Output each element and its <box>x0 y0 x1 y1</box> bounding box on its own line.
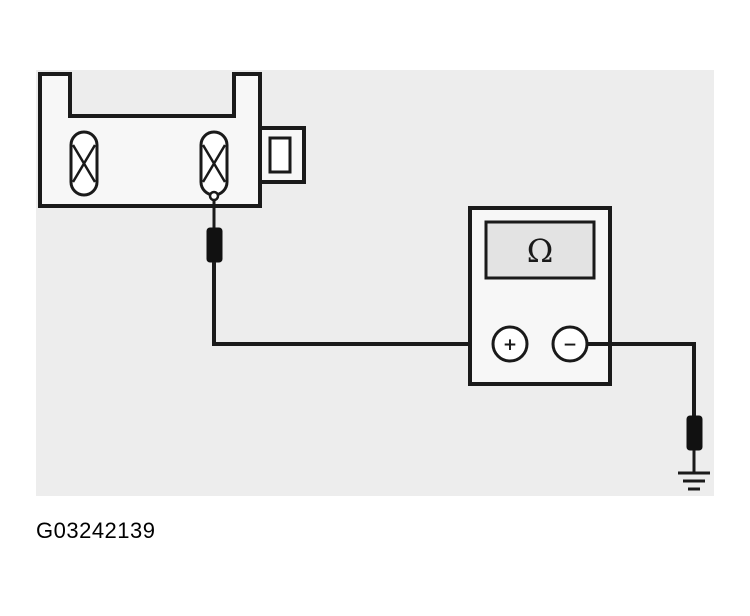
ground-icon <box>678 471 710 491</box>
ohmmeter: Ω + − <box>468 206 612 386</box>
positive-terminal: + <box>491 325 529 363</box>
negative-terminal: − <box>551 325 589 363</box>
positive-terminal-label: + <box>503 335 517 355</box>
negative-probe-tip <box>686 415 703 451</box>
connector <box>38 72 306 208</box>
ohm-symbol: Ω <box>527 232 554 270</box>
figure-id-label: G03242139 <box>36 518 156 543</box>
connector-pin-2 <box>199 130 229 202</box>
negative-test-lead <box>587 342 703 472</box>
connector-pin-1 <box>69 130 99 197</box>
positive-probe-tip <box>206 227 223 263</box>
negative-terminal-label: − <box>563 335 577 355</box>
connector-latch-slot <box>268 136 292 174</box>
positive-test-lead <box>206 200 488 346</box>
ohmmeter-display <box>484 220 596 280</box>
